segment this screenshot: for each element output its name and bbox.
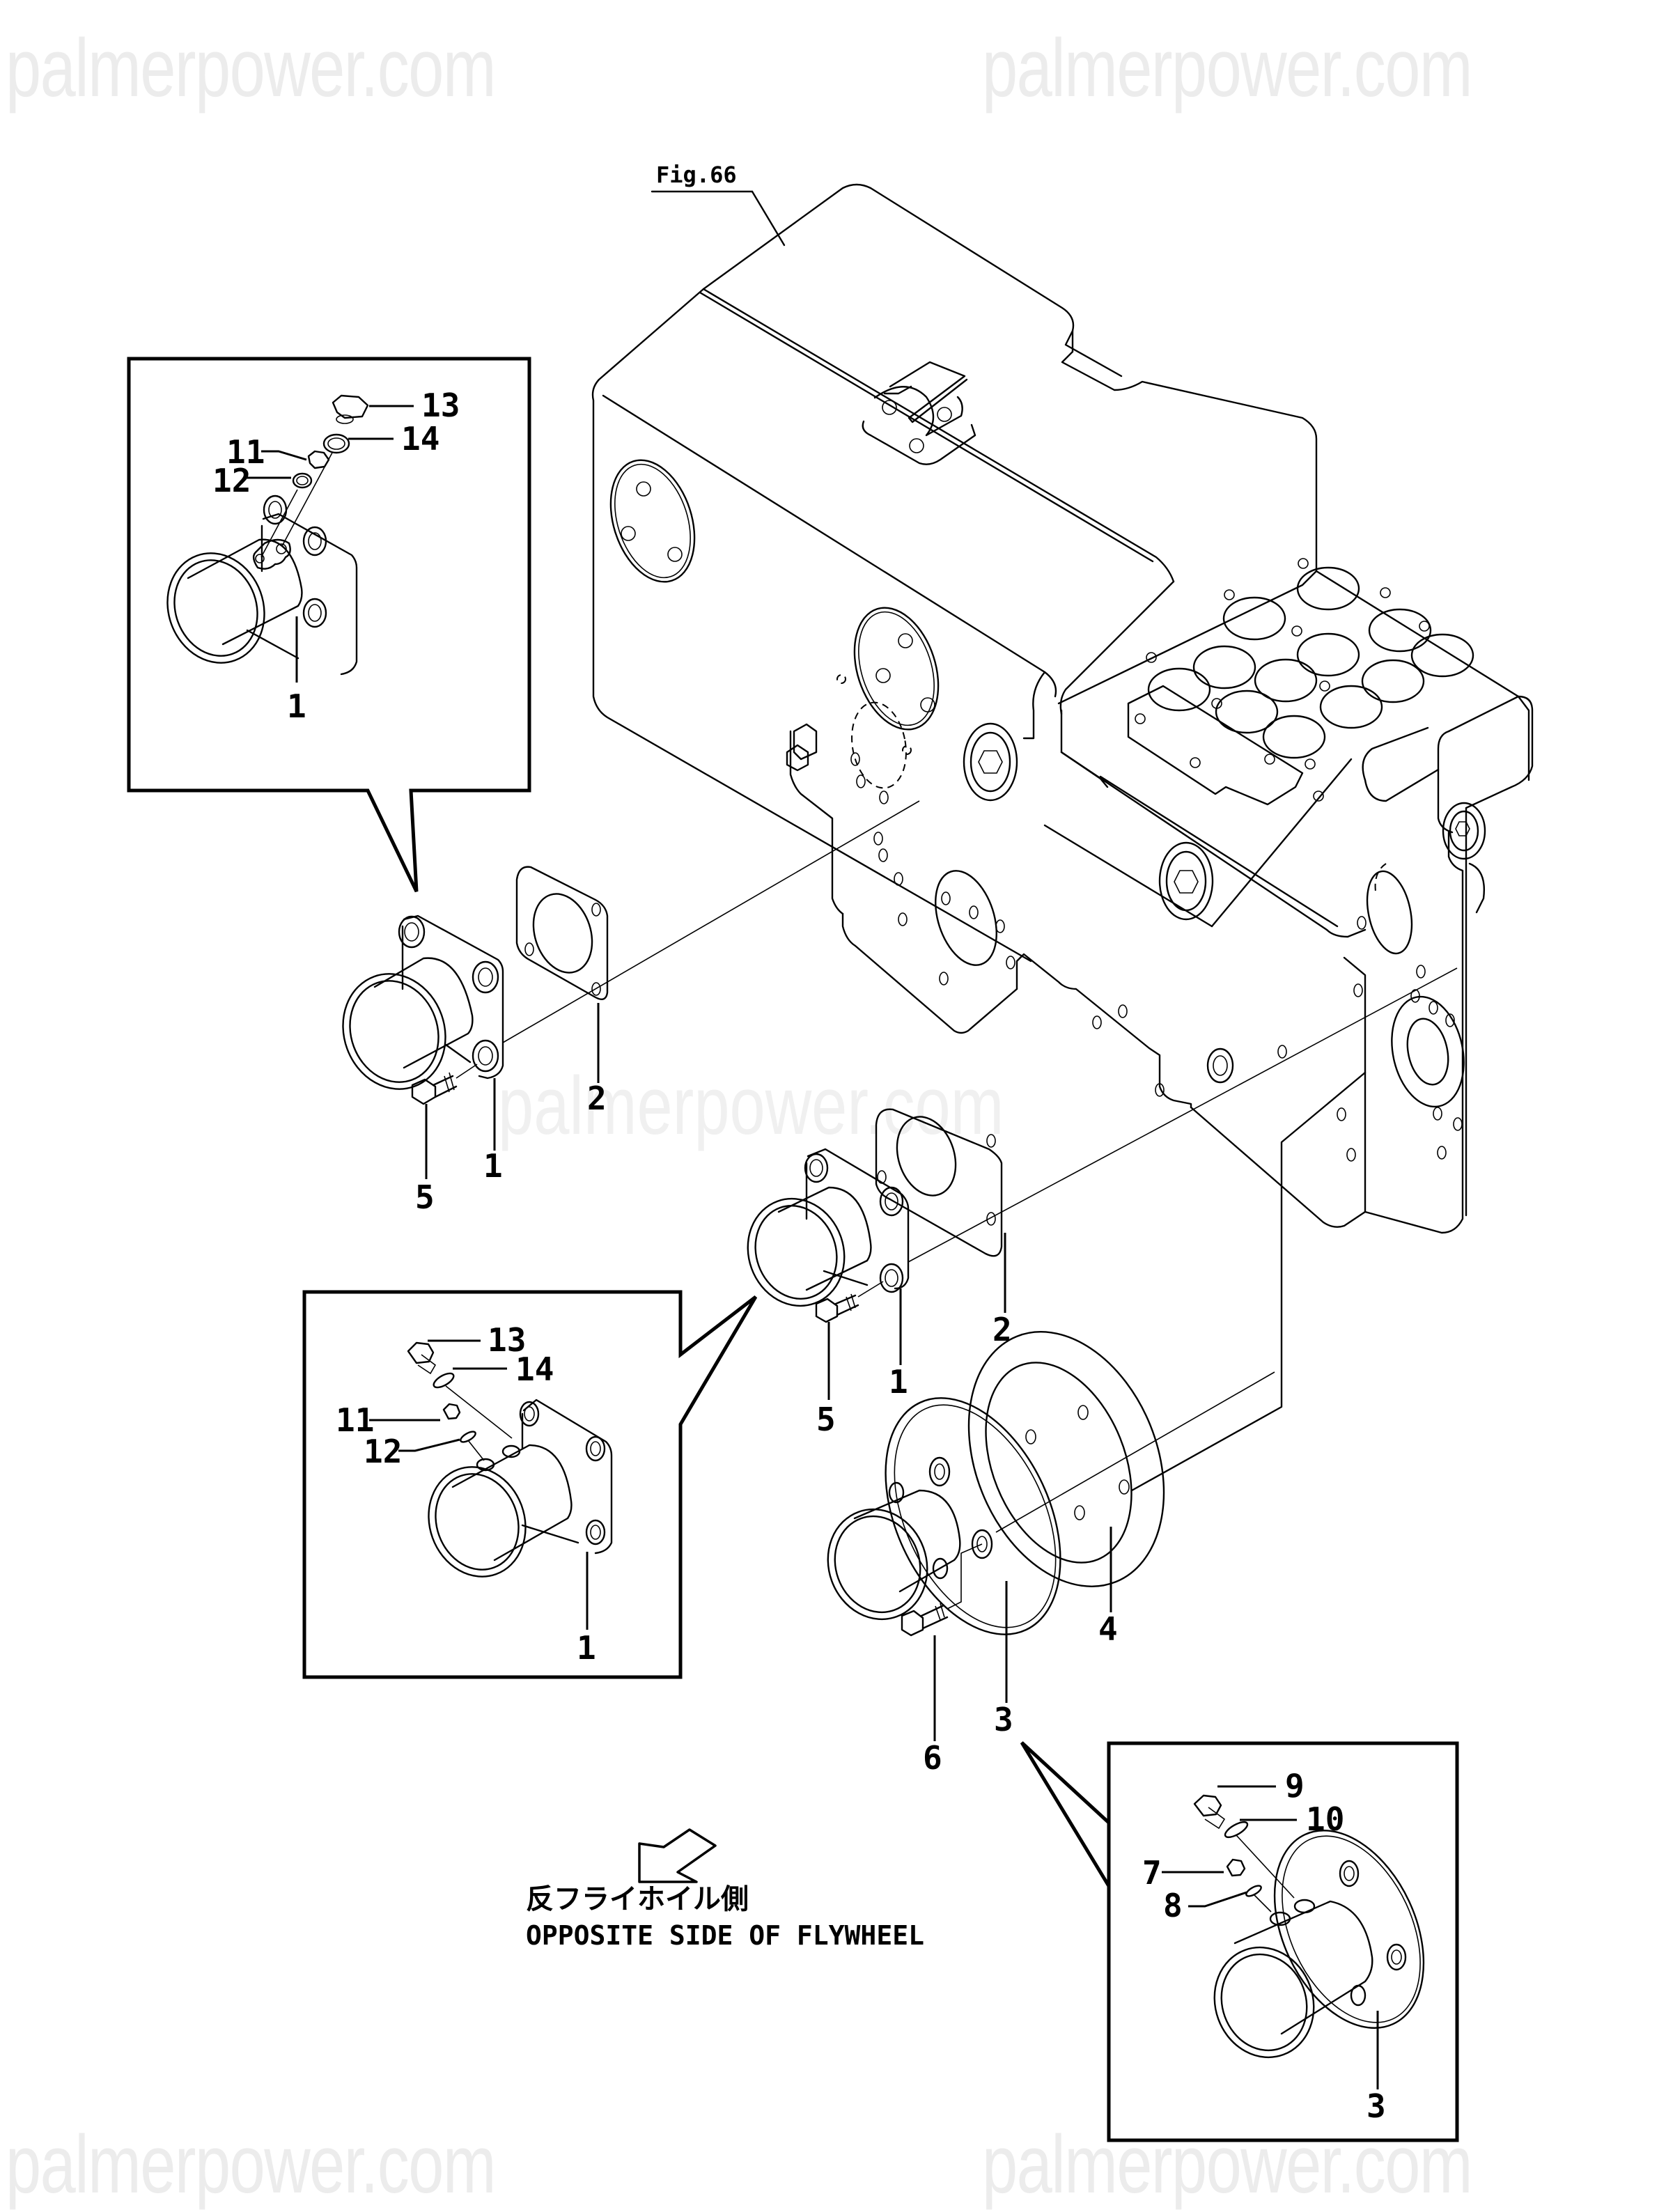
detail-box-mid-left bbox=[302, 1290, 758, 1679]
callouts-middle-cover: 5 1 2 bbox=[816, 1233, 1012, 1438]
side-cover-1 bbox=[609, 459, 696, 583]
watermark-bottom-left: palmerpower.com bbox=[6, 2119, 497, 2211]
callout-13-detail-top-left[interactable]: 13 bbox=[421, 387, 460, 424]
watermark-top-left: palmerpower.com bbox=[6, 22, 497, 114]
part-cover-middle[interactable] bbox=[733, 1148, 910, 1320]
watermark-bottom-right: palmerpower.com bbox=[982, 2119, 1473, 2211]
part-bolt-middle[interactable] bbox=[815, 1281, 884, 1323]
callout-3-detail[interactable]: 3 bbox=[1367, 2087, 1386, 2125]
part-gasket-upper[interactable] bbox=[515, 866, 609, 1000]
detail-box-top-left bbox=[127, 357, 531, 893]
callout-3-main[interactable]: 3 bbox=[994, 1701, 1013, 1738]
callout-12-detail-mid-left[interactable]: 12 bbox=[364, 1433, 402, 1470]
callout-1-middle[interactable]: 1 bbox=[889, 1363, 908, 1401]
part-round-cover[interactable] bbox=[813, 1370, 1096, 1662]
callout-1-upper[interactable]: 1 bbox=[483, 1147, 503, 1185]
callout-5-upper[interactable]: 5 bbox=[415, 1178, 435, 1216]
callout-5-middle[interactable]: 5 bbox=[816, 1401, 836, 1438]
callout-8[interactable]: 8 bbox=[1163, 1887, 1183, 1924]
part-bolt-lower[interactable] bbox=[901, 1543, 983, 1637]
callout-7[interactable]: 7 bbox=[1142, 1854, 1162, 1892]
callouts-round-cover: 6 3 4 bbox=[923, 1527, 1118, 1777]
engine-block bbox=[591, 183, 1534, 1234]
figure-reference-label[interactable]: Fig.66 bbox=[656, 162, 737, 188]
block-holes bbox=[850, 752, 1463, 1162]
figure-reference[interactable]: Fig.66 bbox=[651, 162, 786, 247]
part-round-gasket[interactable] bbox=[933, 1302, 1199, 1616]
watermark-center: palmerpower.com bbox=[498, 1060, 1004, 1152]
callout-6[interactable]: 6 bbox=[923, 1739, 942, 1777]
direction-label-japanese: 反フライホイル側 bbox=[526, 1883, 749, 1915]
direction-note: 反フライホイル側 OPPOSITE SIDE OF FLYWHEEL bbox=[526, 1828, 924, 1951]
side-plug-1 bbox=[963, 722, 1018, 802]
callout-10[interactable]: 10 bbox=[1306, 1800, 1344, 1838]
part-cover-upper[interactable] bbox=[327, 914, 504, 1104]
callouts-upper-cover: 5 1 2 bbox=[415, 1003, 607, 1216]
part-bolt-upper[interactable] bbox=[411, 1064, 478, 1105]
detail-box-bottom-right bbox=[1020, 1741, 1459, 2142]
callout-1-detail-mid-left[interactable]: 1 bbox=[577, 1629, 596, 1667]
callout-11-detail-top-left[interactable]: 11 bbox=[226, 433, 265, 471]
side-plug-2 bbox=[1158, 841, 1214, 921]
top-filler-cap bbox=[862, 361, 976, 465]
callout-14-detail-top-left[interactable]: 14 bbox=[401, 420, 439, 458]
callout-2-upper[interactable]: 2 bbox=[587, 1080, 607, 1117]
arrow-down-left-icon bbox=[638, 1828, 717, 1883]
callout-14-detail-mid-left[interactable]: 14 bbox=[515, 1350, 554, 1388]
head-bores bbox=[1135, 558, 1474, 802]
callout-9[interactable]: 9 bbox=[1285, 1767, 1305, 1805]
direction-label-english: OPPOSITE SIDE OF FLYWHEEL bbox=[526, 1920, 924, 1951]
callout-13-detail-mid-left[interactable]: 13 bbox=[488, 1321, 526, 1359]
watermark-top-right: palmerpower.com bbox=[982, 22, 1473, 114]
side-cover-2 bbox=[853, 607, 940, 731]
callout-4[interactable]: 4 bbox=[1098, 1610, 1118, 1648]
callout-1-detail-top-left[interactable]: 1 bbox=[287, 687, 306, 725]
callout-12-detail-top-left[interactable]: 12 bbox=[212, 462, 251, 499]
part-gasket-middle[interactable] bbox=[875, 1108, 1003, 1257]
callout-2-middle[interactable]: 2 bbox=[992, 1311, 1012, 1348]
callout-11-detail-mid-left[interactable]: 11 bbox=[336, 1401, 374, 1439]
